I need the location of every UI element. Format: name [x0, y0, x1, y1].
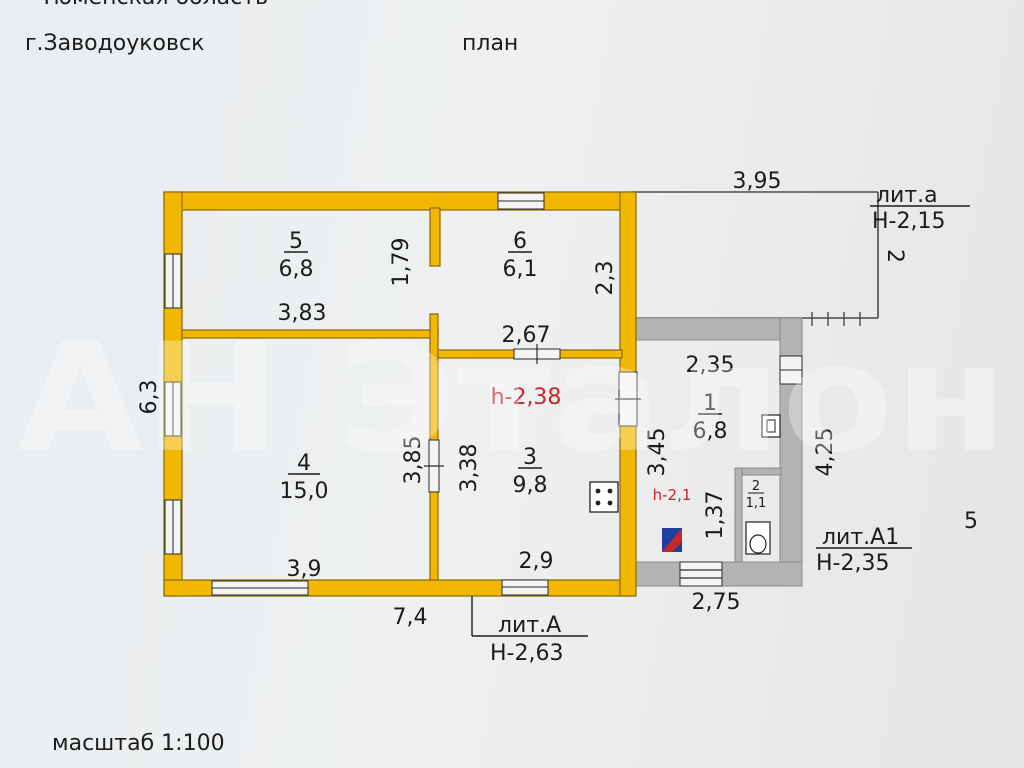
svg-text:15,0: 15,0 — [280, 479, 329, 504]
svg-text:1,1: 1,1 — [746, 496, 767, 511]
dim-room6-side: 2,3 — [593, 261, 618, 296]
dim-wall-3-6: 2,67 — [502, 323, 551, 348]
svg-text:2: 2 — [752, 479, 760, 494]
svg-text:1: 1 — [703, 391, 717, 416]
svg-text:6,8: 6,8 — [279, 257, 314, 282]
dim-bath-side: 1,37 — [703, 491, 728, 540]
dim-top-porch: 3,95 — [733, 169, 782, 194]
window-lines — [172, 200, 802, 589]
svg-text:Н-2,15: Н-2,15 — [872, 209, 945, 234]
room-5-label: 5 6,8 — [279, 229, 314, 282]
svg-text:3: 3 — [523, 445, 537, 470]
dim-room1-side: 3,45 — [645, 428, 670, 477]
room-3-label: 3 9,8 — [513, 445, 548, 498]
svg-text:6,1: 6,1 — [503, 257, 538, 282]
scale-label: масштаб 1:100 — [52, 731, 225, 756]
svg-text:Н-2,63: Н-2,63 — [490, 641, 563, 666]
sink-icon — [761, 414, 781, 438]
dim-room5-inner: 1,79 — [389, 238, 414, 287]
room-1-label: 1 6,8 — [693, 391, 728, 444]
svg-text:Н-2,35: Н-2,35 — [816, 551, 889, 576]
dim-porch-side: 2 — [882, 249, 907, 263]
svg-text:лит.А1: лит.А1 — [822, 525, 899, 550]
watermark: АН Эталон — [17, 312, 1007, 486]
liter-A-label: лит.А Н-2,63 — [471, 596, 588, 666]
liter-A1-label: лит.А1 Н-2,35 — [816, 525, 912, 576]
dim-left-side: 6,3 — [137, 380, 162, 415]
porch-steps — [811, 312, 861, 326]
dim-bottom-3: 2,9 — [519, 549, 554, 574]
dim-wall-4-5: 3,83 — [278, 301, 327, 326]
margin-mark: 5 — [964, 509, 978, 534]
svg-text:6,8: 6,8 — [693, 419, 728, 444]
room-4-label: 4 15,0 — [280, 451, 329, 504]
height-annex: h-2,1 — [653, 486, 692, 504]
svg-text:6: 6 — [513, 229, 527, 254]
dim-annex-side: 4,25 — [813, 428, 838, 477]
stove-icon — [589, 481, 619, 513]
porch-outline — [632, 191, 879, 319]
room-2-label: 2 1,1 — [746, 479, 767, 511]
door-marks — [424, 344, 722, 579]
annex-bath-partition — [734, 467, 782, 563]
svg-text:5: 5 — [289, 229, 303, 254]
svg-text:9,8: 9,8 — [513, 473, 548, 498]
dim-total-bottom: 7,4 — [393, 605, 428, 630]
dim-room4-side: 3,85 — [401, 436, 426, 485]
boiler-icon — [662, 528, 682, 552]
height-main: h-2,38 — [491, 385, 562, 410]
svg-text:лит.а: лит.а — [876, 183, 938, 208]
svg-text:лит.А: лит.А — [498, 613, 561, 638]
svg-text:4: 4 — [297, 451, 311, 476]
windows — [164, 192, 803, 596]
dim-room3-side: 3,38 — [457, 444, 482, 493]
liter-a-label: лит.а Н-2,15 — [870, 183, 970, 234]
plan-title: план — [462, 31, 518, 56]
dim-annex-bottom: 2,75 — [692, 590, 741, 615]
dim-room1-top: 2,35 — [686, 353, 735, 378]
region-label: Тюменская область — [39, 0, 268, 10]
city-label: г.Заводоуковск — [25, 31, 204, 56]
dim-bottom-4: 3,9 — [287, 557, 322, 582]
room-6-label: 6 6,1 — [503, 229, 538, 282]
toilet-icon — [745, 521, 771, 555]
